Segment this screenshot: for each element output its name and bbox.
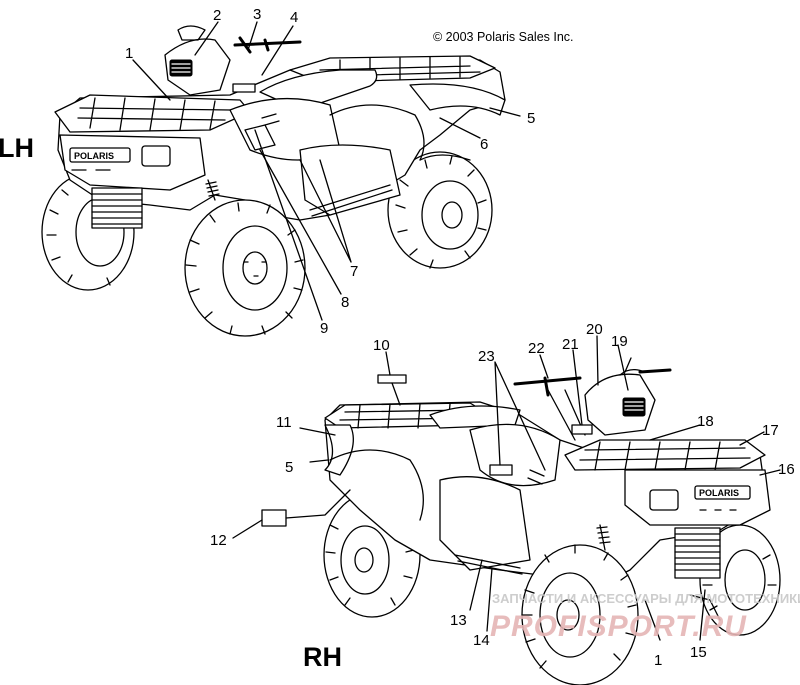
rh-headlight: [649, 489, 679, 511]
rh-brand-plate: POLARIS: [699, 488, 739, 498]
lh-callouts: 1 2 3 4 5 6 7 8 9: [125, 6, 535, 337]
callout-rh-20: 20: [586, 321, 603, 338]
callout-lh-5: 5: [527, 110, 535, 127]
callout-rh-14: 14: [473, 632, 490, 649]
decal-10-rect: [377, 374, 407, 384]
callout-rh-15: 15: [690, 644, 707, 661]
decal-12-rect: [261, 509, 287, 527]
lh-headlight: [141, 145, 171, 167]
callout-lh-1: 1: [125, 45, 133, 62]
callout-lh-6: 6: [480, 136, 488, 153]
lh-label: LH: [0, 133, 34, 163]
callout-lh-9: 9: [320, 320, 328, 337]
callout-rh-11: 11: [276, 414, 292, 431]
callout-rh-10: 10: [373, 337, 390, 354]
callout-rh-22: 22: [528, 340, 545, 357]
watermark-line2: PROFISPORT.RU: [490, 610, 747, 643]
callout-rh-17: 17: [762, 422, 779, 439]
callout-rh-23: 23: [478, 348, 495, 365]
callout-rh-18: 18: [697, 413, 714, 430]
callout-rh-16: 16: [778, 461, 795, 478]
lh-rear-wheel-far: [387, 151, 493, 269]
callout-lh-2: 2: [213, 7, 221, 24]
rh-label: RH: [303, 642, 342, 672]
lh-leader-lines: [132, 21, 521, 321]
lh-front-wheel-near: [184, 199, 306, 337]
rh-leader-lines: [232, 335, 781, 641]
rh-front-wheel-near: [521, 544, 639, 685]
callout-rh-5: 5: [285, 459, 293, 476]
copyright-text: © 2003 Polaris Sales Inc.: [433, 30, 574, 44]
callout-lh-3: 3: [253, 6, 261, 23]
callout-lh-4: 4: [290, 9, 298, 26]
rh-callouts: 10 11 5 12 13 14 1 15 16 17 18 19 20 21 …: [210, 321, 795, 669]
lh-brand-plate: POLARIS: [74, 151, 114, 161]
callout-rh-13: 13: [450, 612, 467, 629]
atv-right-side-view: POLARIS: [323, 357, 781, 685]
callout-lh-8: 8: [341, 294, 349, 311]
rh-headlight-pod: [584, 373, 656, 436]
callout-lh-7: 7: [350, 263, 358, 280]
callout-rh-21: 21: [562, 336, 579, 353]
callout-rh-12: 12: [210, 532, 227, 549]
callout-rh-19: 19: [611, 333, 628, 350]
callout-rh-1: 1: [654, 652, 662, 669]
watermark: ЗАПЧАСТИ И АКСЕССУАРЫ ДЛЯ МОТОТЕХНИКИ PR…: [490, 591, 800, 643]
watermark-line1: ЗАПЧАСТИ И АКСЕССУАРЫ ДЛЯ МОТОТЕХНИКИ: [492, 591, 800, 606]
